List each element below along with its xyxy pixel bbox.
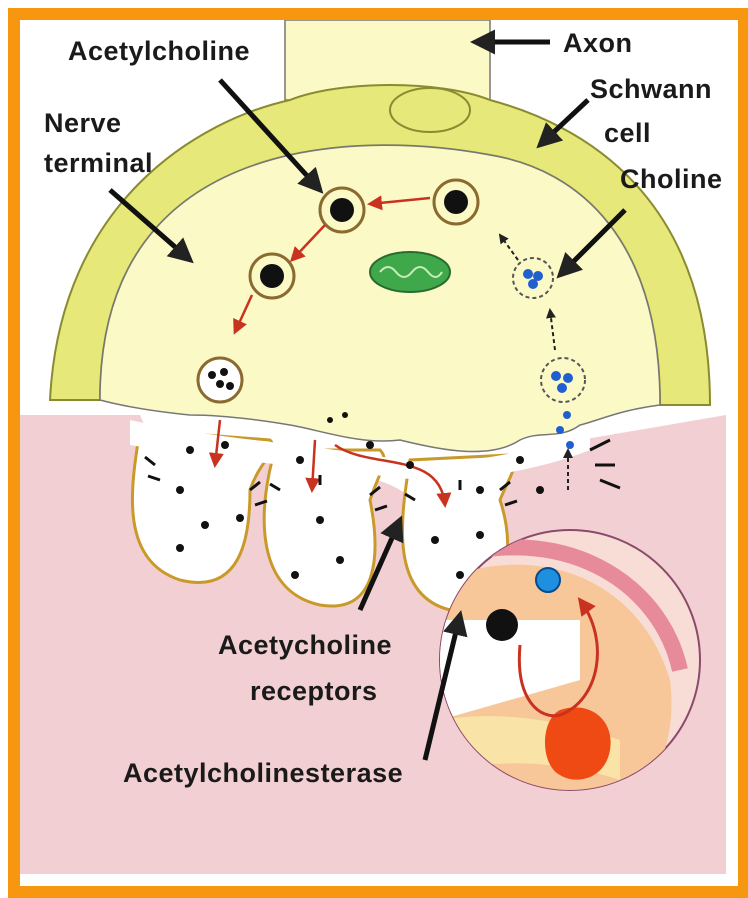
- choline-molecule-icon: [536, 568, 560, 592]
- label-acetylcholine: Acetylcholine: [68, 36, 250, 66]
- label-nerve-terminal: terminal: [44, 148, 153, 178]
- label-schwann: Schwann: [590, 74, 712, 104]
- label-choline: Choline: [620, 164, 723, 194]
- nucleus: [390, 88, 470, 132]
- label-acetylcholinesterase: Acetylcholinesterase: [123, 758, 403, 788]
- label-ach-receptors: Acetycholine: [218, 630, 392, 660]
- mitochondrion-icon: [370, 252, 450, 292]
- ach-molecule-icon: [486, 609, 518, 641]
- label-axon: Axon: [563, 28, 633, 58]
- enzyme-icon: [545, 707, 611, 779]
- label-ach-receptors-2: receptors: [250, 676, 378, 706]
- label-nerve: Nerve: [44, 108, 122, 138]
- label-schwann-cell: cell: [604, 118, 651, 148]
